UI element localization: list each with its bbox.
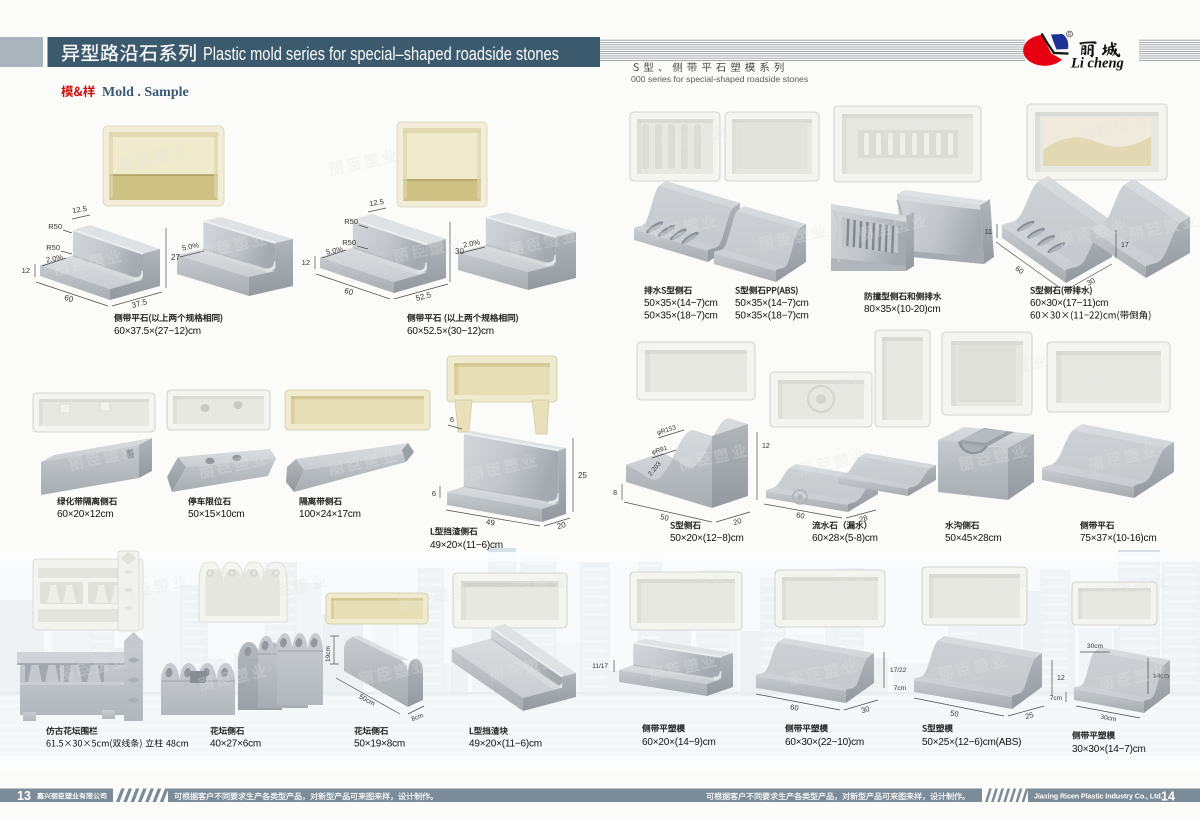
svg-text:50×20×(12−8)cm: 50×20×(12−8)cm [670,533,744,544]
svg-text:7cm: 7cm [1050,695,1062,702]
svg-text:12: 12 [22,266,30,275]
svg-text:75×37×(10-16)cm: 75×37×(10-16)cm [1080,533,1157,544]
svg-text:60: 60 [343,286,355,297]
svg-text:50: 50 [659,512,669,523]
svg-text:R50: R50 [48,222,62,231]
svg-text:12: 12 [762,443,770,450]
svg-text:5.0%: 5.0% [325,244,344,256]
svg-text:2.0%: 2.0% [462,237,481,249]
svg-text:37.5: 37.5 [131,297,149,310]
svg-text:20: 20 [732,516,742,527]
svg-text:7cm: 7cm [894,685,906,692]
svg-text:20: 20 [556,520,567,531]
svg-text:30cm: 30cm [1100,714,1117,724]
svg-text:17: 17 [1121,242,1129,249]
svg-text:12: 12 [1057,675,1065,682]
svg-text:R50: R50 [344,217,358,226]
svg-text:Jiaxing Ricen Plastic Industry: Jiaxing Ricen Plastic Industry Co., Ltd. [1034,792,1163,801]
svg-text:R50: R50 [46,243,60,252]
svg-text:30×30×(14−7)cm: 30×30×(14−7)cm [1072,744,1146,755]
svg-text:φR91: φR91 [651,445,669,457]
svg-text:60×30×(22−10)cm: 60×30×(22−10)cm [785,737,864,748]
svg-text:50×35×(14−7)cm: 50×35×(14−7)cm [644,298,718,309]
svg-text:12: 12 [302,258,310,267]
svg-text:50×35×(14−7)cm: 50×35×(14−7)cm [735,298,809,309]
svg-text:Li cheng: Li cheng [1070,56,1124,72]
svg-text:50×35×(18−7)cm: 50×35×(18−7)cm [644,311,718,322]
svg-text:60×20×12cm: 60×20×12cm [57,509,113,520]
svg-text:50×15×10cm: 50×15×10cm [188,509,244,520]
svg-text:49×20×(11−6)cm: 49×20×(11−6)cm [430,540,503,551]
svg-text:2.0%: 2.0% [45,252,64,264]
svg-text:14: 14 [1161,790,1175,804]
svg-text:19cm: 19cm [325,646,332,662]
svg-text:50×35×(18−7)cm: 50×35×(18−7)cm [735,311,809,322]
svg-text:25: 25 [578,471,587,480]
svg-text:Plastic mold series for specia: Plastic mold series for special–shaped r… [203,44,559,64]
svg-text:60: 60 [1013,264,1025,276]
svg-text:12.5: 12.5 [369,197,385,208]
svg-text:60: 60 [63,293,75,304]
svg-text:25: 25 [1024,710,1034,721]
svg-text:8cm: 8cm [411,712,425,723]
svg-text:50: 50 [950,708,960,718]
svg-text:50×19×8cm: 50×19×8cm [354,739,405,750]
svg-text:12.5: 12.5 [72,204,88,215]
svg-text:000 series for special-shaped: 000 series for special-shaped roadside s… [631,74,809,84]
svg-text:11/17: 11/17 [592,663,608,670]
svg-text:27: 27 [171,253,180,262]
svg-text:28: 28 [858,513,868,524]
svg-text:100×24×17cm: 100×24×17cm [299,509,361,520]
svg-text:49: 49 [485,517,496,527]
svg-text:30cm: 30cm [1087,643,1103,650]
svg-text:Mold . Sample: Mold . Sample [102,85,189,100]
svg-text:60×20×(14−9)cm: 60×20×(14−9)cm [642,737,716,748]
svg-text:6: 6 [432,489,436,498]
svg-text:50×25×(12−6)cm(ABS): 50×25×(12−6)cm(ABS) [922,737,1021,748]
svg-text:60×52.5×(30−12)cm: 60×52.5×(30−12)cm [407,326,494,337]
svg-text:30: 30 [455,247,464,256]
svg-text:30: 30 [860,704,870,715]
svg-text:60: 60 [796,510,806,520]
svg-text:5.0%: 5.0% [181,240,200,252]
svg-text:80×35×(10-20)cm: 80×35×(10-20)cm [864,304,941,315]
svg-text:60: 60 [790,702,800,712]
svg-text:8: 8 [613,490,617,497]
svg-text:11: 11 [985,229,992,236]
svg-text:60×37.5×(27−12)cm: 60×37.5×(27−12)cm [114,326,201,337]
svg-text:60×28×(5-8)cm: 60×28×(5-8)cm [812,533,878,544]
svg-text:60×30×(17−11)cm: 60×30×(17−11)cm [1030,298,1108,309]
svg-text:30: 30 [1085,276,1097,288]
svg-text:17/22: 17/22 [890,667,907,674]
svg-text:6: 6 [450,415,454,424]
svg-text:49×20×(11−6)cm: 49×20×(11−6)cm [469,739,542,750]
svg-text:50×45×28cm: 50×45×28cm [945,533,1001,544]
svg-text:R: R [1068,32,1072,38]
svg-text:52.5: 52.5 [415,290,433,303]
svg-text:40×27×6cm: 40×27×6cm [210,739,261,750]
svg-text:13: 13 [17,789,31,803]
svg-text:R50: R50 [342,238,356,247]
